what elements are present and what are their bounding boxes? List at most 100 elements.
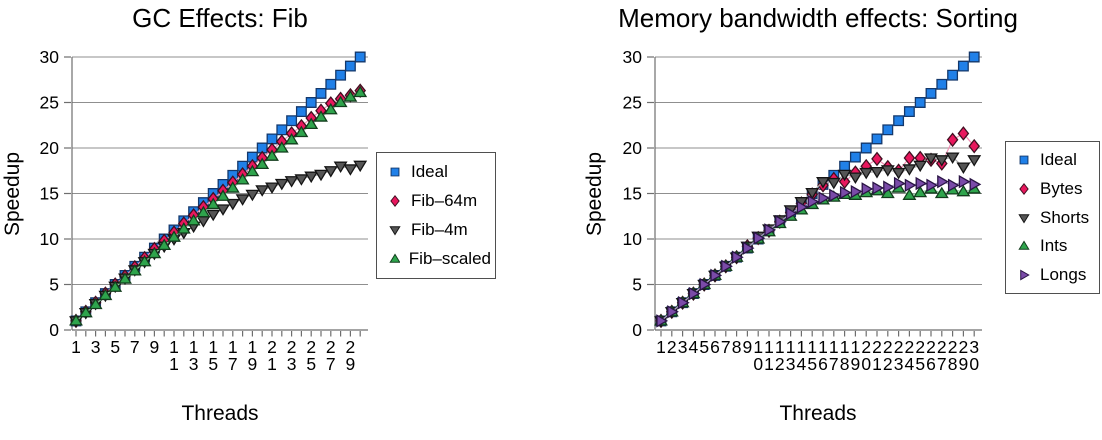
data-point xyxy=(882,124,894,136)
data-point xyxy=(216,189,230,201)
data-point xyxy=(699,277,712,292)
legend-item-fib-scaled: Fib–scaled xyxy=(388,245,491,274)
svg-text:1: 1 xyxy=(872,354,882,374)
svg-text:15: 15 xyxy=(623,184,642,204)
svg-text:5: 5 xyxy=(49,275,59,295)
svg-text:7: 7 xyxy=(228,354,238,374)
svg-text:5: 5 xyxy=(699,337,709,357)
svg-text:2: 2 xyxy=(915,337,925,357)
svg-text:2: 2 xyxy=(775,354,785,374)
data-point xyxy=(891,167,906,180)
svg-text:7: 7 xyxy=(721,337,731,357)
data-point xyxy=(274,178,289,191)
svg-text:2: 2 xyxy=(306,337,316,357)
svg-text:9: 9 xyxy=(150,337,160,357)
data-point xyxy=(266,133,278,145)
data-point xyxy=(276,124,288,136)
svg-text:4: 4 xyxy=(905,354,915,374)
data-point xyxy=(902,164,917,176)
data-point xyxy=(294,125,309,138)
data-point xyxy=(323,166,338,178)
data-point xyxy=(196,205,211,218)
legend-item-fib-64m: Fib–64m xyxy=(388,186,491,215)
data-point xyxy=(816,177,830,189)
data-point xyxy=(265,182,279,194)
svg-text:2: 2 xyxy=(948,337,958,357)
svg-text:1: 1 xyxy=(753,337,763,357)
data-point xyxy=(957,126,970,141)
data-point xyxy=(284,132,299,145)
svg-text:1: 1 xyxy=(764,337,774,357)
data-point xyxy=(968,51,980,63)
svg-text:0: 0 xyxy=(969,354,979,374)
data-point xyxy=(956,162,971,174)
svg-text:25: 25 xyxy=(623,93,642,113)
svg-text:1: 1 xyxy=(656,337,666,357)
legend-label: Shorts xyxy=(1040,207,1090,227)
svg-text:1: 1 xyxy=(818,337,828,357)
data-point xyxy=(969,177,982,192)
legend-marker-triangle-down-icon xyxy=(1018,213,1030,224)
data-point xyxy=(924,153,938,165)
legend-label: Longs xyxy=(1040,264,1087,284)
data-point xyxy=(284,176,299,188)
data-point xyxy=(216,204,230,216)
data-point xyxy=(255,185,270,197)
data-point xyxy=(343,90,358,102)
data-point xyxy=(893,176,906,191)
data-point xyxy=(333,95,348,108)
legend-label: Ideal xyxy=(1040,150,1077,170)
data-point xyxy=(667,305,679,319)
data-point xyxy=(775,214,787,229)
series-shorts xyxy=(654,152,982,328)
legend-marker-square-icon xyxy=(390,167,400,177)
legend-item-fib-4m: Fib–4m xyxy=(388,216,491,245)
svg-text:2: 2 xyxy=(326,337,336,357)
svg-text:2: 2 xyxy=(905,337,915,357)
data-point xyxy=(315,87,327,99)
svg-text:1: 1 xyxy=(189,337,199,357)
svg-text:1: 1 xyxy=(775,337,785,357)
svg-text:5: 5 xyxy=(306,354,316,374)
data-point xyxy=(88,297,103,310)
svg-text:2: 2 xyxy=(883,354,893,374)
data-point xyxy=(849,151,861,163)
axes xyxy=(71,57,368,331)
svg-text:3: 3 xyxy=(786,354,796,374)
svg-text:3: 3 xyxy=(969,337,979,357)
data-point xyxy=(893,115,905,127)
svg-text:15: 15 xyxy=(40,184,59,204)
svg-text:10: 10 xyxy=(40,229,60,249)
data-point xyxy=(255,157,270,170)
data-point xyxy=(913,185,928,198)
svg-text:1: 1 xyxy=(764,354,774,374)
data-point xyxy=(870,167,884,179)
svg-text:8: 8 xyxy=(840,354,850,374)
data-point xyxy=(753,231,766,245)
data-point xyxy=(710,268,723,283)
series-ints xyxy=(654,181,982,326)
svg-text:2: 2 xyxy=(959,337,969,357)
svg-text:20: 20 xyxy=(40,138,60,158)
data-point xyxy=(78,305,93,318)
data-point xyxy=(829,188,841,203)
data-point xyxy=(880,165,895,177)
data-point xyxy=(956,184,971,197)
data-point xyxy=(295,106,307,118)
svg-text:7: 7 xyxy=(829,354,839,374)
data-point xyxy=(859,167,874,180)
data-point xyxy=(913,160,928,173)
legend-label: Fib–4m xyxy=(411,220,468,240)
data-point xyxy=(839,160,851,172)
svg-text:9: 9 xyxy=(248,354,258,374)
svg-text:30: 30 xyxy=(623,47,643,67)
data-point xyxy=(807,194,820,209)
data-point xyxy=(335,69,347,81)
legend-marker-square-icon xyxy=(1019,155,1029,165)
data-point xyxy=(826,177,841,190)
data-point xyxy=(967,155,982,167)
